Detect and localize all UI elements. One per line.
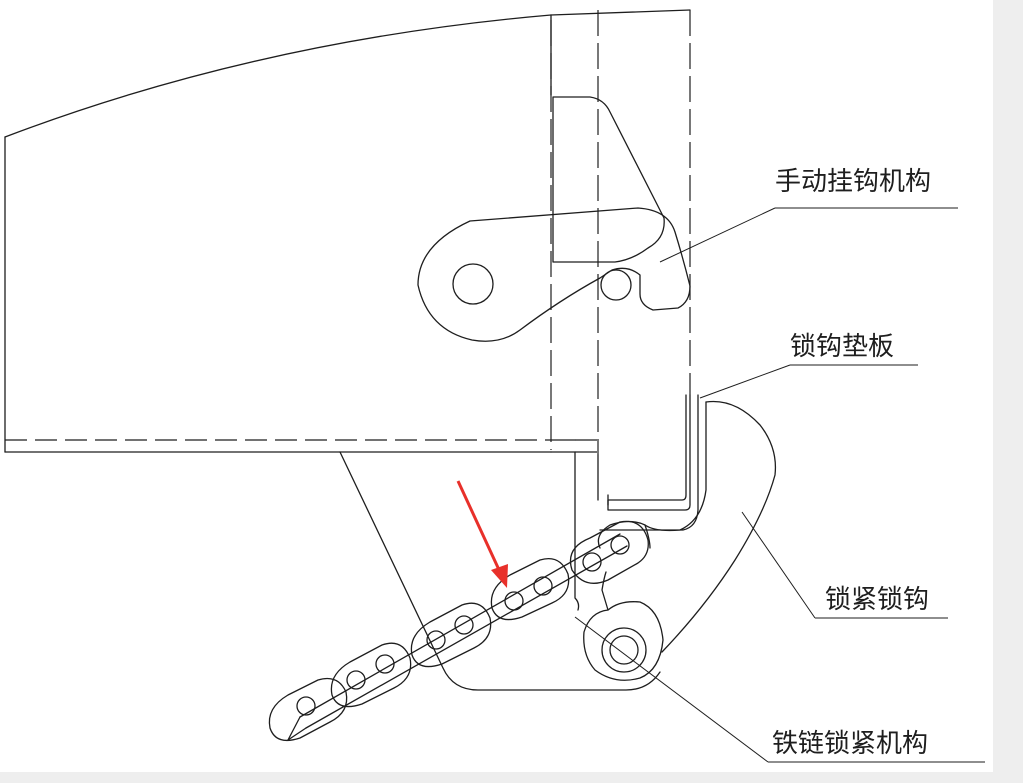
label-lock-hook: 锁紧锁钩 [825,585,929,615]
support-bracket [339,451,661,691]
label-hook-pad: 锁钩垫板 [790,332,894,362]
hook-pad [599,394,699,531]
chain-lock-mechanism [583,571,664,681]
drawing-sheet [0,0,993,772]
manual-hook-mechanism [417,96,691,342]
hull-structure [4,9,691,453]
center-lines [550,10,691,455]
leader-lines [574,207,985,763]
red-arrow [456,480,508,588]
label-manual-hook: 手动挂钩机构 [775,167,931,197]
bulkhead-lines [550,439,598,453]
chain [268,520,649,742]
label-chain-lock: 铁链锁紧机构 [772,729,928,759]
